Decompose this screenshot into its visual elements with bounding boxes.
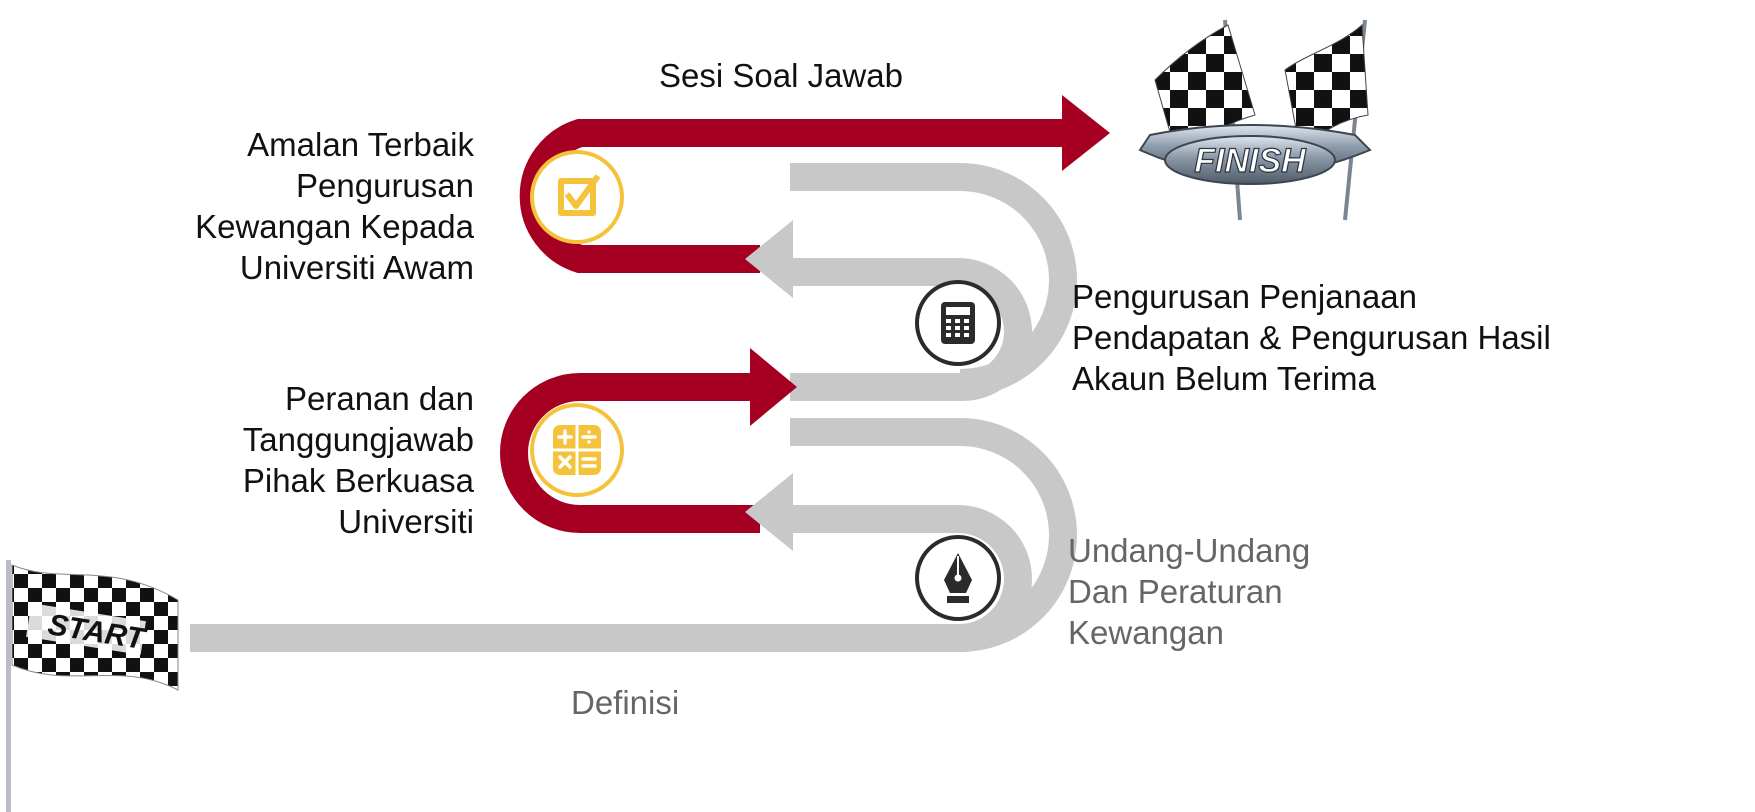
road-segment-gray bbox=[790, 258, 1033, 401]
stage-label-definisi: Definisi bbox=[571, 684, 680, 721]
finish-flag-text: FINISH bbox=[1194, 142, 1307, 180]
stage-label-pengurusan-penjanaan: Pengurusan Penjanaan Pendapatan & Pengur… bbox=[1072, 278, 1551, 397]
stage-label-amalan-terbaik: Amalan Terbaik Pengurusan Kewangan Kepad… bbox=[195, 126, 474, 286]
road-segment-gray bbox=[190, 505, 1033, 652]
calculator-icon bbox=[915, 280, 1001, 366]
arrow-head-gray bbox=[745, 220, 793, 298]
arrow-head-red bbox=[750, 348, 797, 426]
finish-flags bbox=[1138, 19, 1372, 221]
arrow-head-red bbox=[1062, 95, 1110, 171]
stage-label-sesi-soal-jawab: Sesi Soal Jawab bbox=[659, 57, 903, 94]
stage-label-undang-undang: Undang-Undang Dan Peraturan Kewangan bbox=[1068, 532, 1311, 651]
arrow-head-gray bbox=[745, 473, 793, 551]
math-operations-icon bbox=[530, 403, 624, 497]
road-segment-red bbox=[500, 373, 760, 533]
checkbox-icon bbox=[530, 150, 624, 244]
stage-label-peranan: Peranan dan Tanggungjawab Pihak Berkuasa… bbox=[242, 380, 474, 540]
start-flag bbox=[6, 560, 179, 812]
pen-nib-icon bbox=[915, 535, 1001, 621]
